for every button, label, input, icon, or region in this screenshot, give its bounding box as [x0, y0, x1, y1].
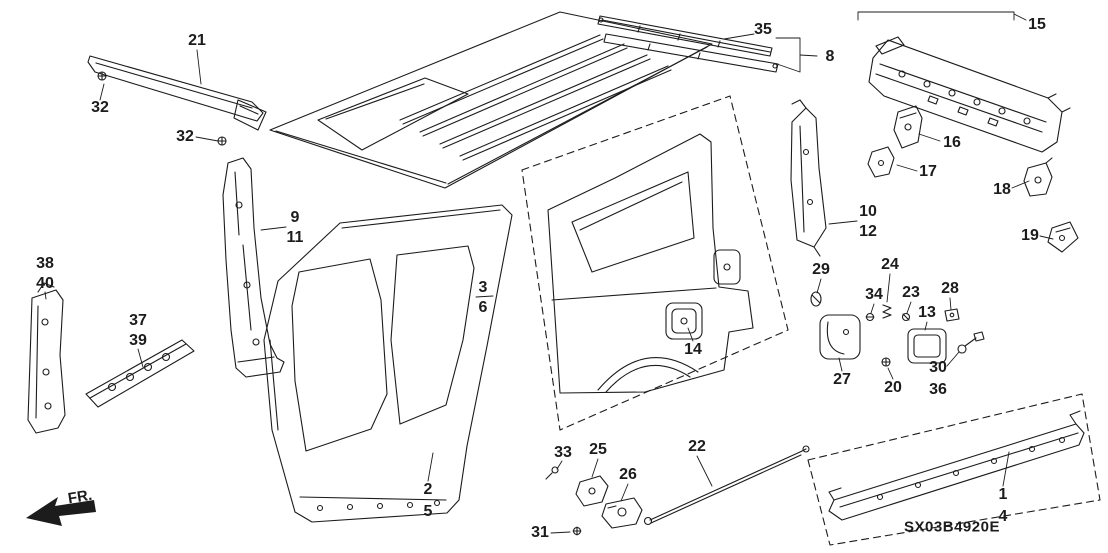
- callout-31: 31: [531, 524, 549, 541]
- callout-24: 24: [881, 256, 899, 273]
- callout-27: 27: [833, 371, 851, 388]
- callout-38: 38: [36, 255, 54, 272]
- callout-14: 14: [684, 341, 702, 358]
- callout-37: 37: [129, 312, 147, 329]
- callout-40: 40: [36, 275, 54, 292]
- callout-28: 28: [941, 280, 959, 297]
- callout-6: 6: [478, 299, 488, 316]
- callout-1: 1: [998, 486, 1008, 503]
- fuel-pocket-part: [665, 302, 703, 340]
- callout-3: 3: [478, 279, 488, 296]
- rear-panel: [868, 36, 1071, 153]
- callout-8: 8: [825, 48, 835, 65]
- callout-36: 36: [929, 381, 947, 398]
- front-pillar-stiffener: [27, 282, 66, 434]
- callout-4: 4: [998, 508, 1008, 525]
- callout-17: 17: [919, 163, 937, 180]
- callout-18: 18: [993, 181, 1011, 198]
- callout-34: 34: [865, 286, 883, 303]
- callout-35: 35: [754, 21, 772, 38]
- roof-molding-strips: [597, 15, 779, 73]
- rear-panel-brackets: [867, 105, 1079, 253]
- callout-33: 33: [554, 444, 572, 461]
- callout-23: 23: [902, 284, 920, 301]
- side-panel-outer: [263, 204, 513, 523]
- callout-32-upper: 32: [91, 99, 109, 116]
- callout-22: 22: [688, 438, 706, 455]
- fr-arrow: [26, 497, 96, 526]
- callout-16: 16: [943, 134, 961, 151]
- callout-21: 21: [188, 32, 206, 49]
- leader-lines: [44, 11, 1054, 534]
- diagram-code: SX03B4920E: [904, 518, 1000, 536]
- callout-39: 39: [129, 332, 147, 349]
- fuel-cable: [643, 445, 810, 526]
- callout-25: 25: [589, 441, 607, 458]
- callout-29: 29: [812, 261, 830, 278]
- roof-panel: [269, 11, 713, 189]
- callout-10: 10: [859, 203, 877, 220]
- fuel-lid-parts: [810, 291, 985, 367]
- side-sill-stiffener: [85, 339, 195, 408]
- callout-9: 9: [290, 209, 300, 226]
- callout-26: 26: [619, 466, 637, 483]
- callout-15: 15: [1028, 16, 1046, 33]
- callout-20: 20: [884, 379, 902, 396]
- rocker-panel-view: [807, 393, 1101, 546]
- callout-30: 30: [929, 359, 947, 376]
- callout-12: 12: [859, 223, 877, 240]
- callout-19: 19: [1021, 227, 1039, 244]
- rear-pillar-stiffener: [790, 99, 827, 257]
- center-pillar-stiffener: [222, 157, 285, 378]
- quarter-panel-view: [521, 95, 789, 431]
- callout-32-lower: 32: [176, 128, 194, 145]
- latch-brackets: [545, 466, 643, 536]
- callout-2: 2: [423, 481, 433, 498]
- callout-11: 11: [286, 229, 304, 246]
- fuel-filler-door: [819, 314, 861, 360]
- callout-13: 13: [918, 304, 936, 321]
- callout-5: 5: [423, 503, 433, 520]
